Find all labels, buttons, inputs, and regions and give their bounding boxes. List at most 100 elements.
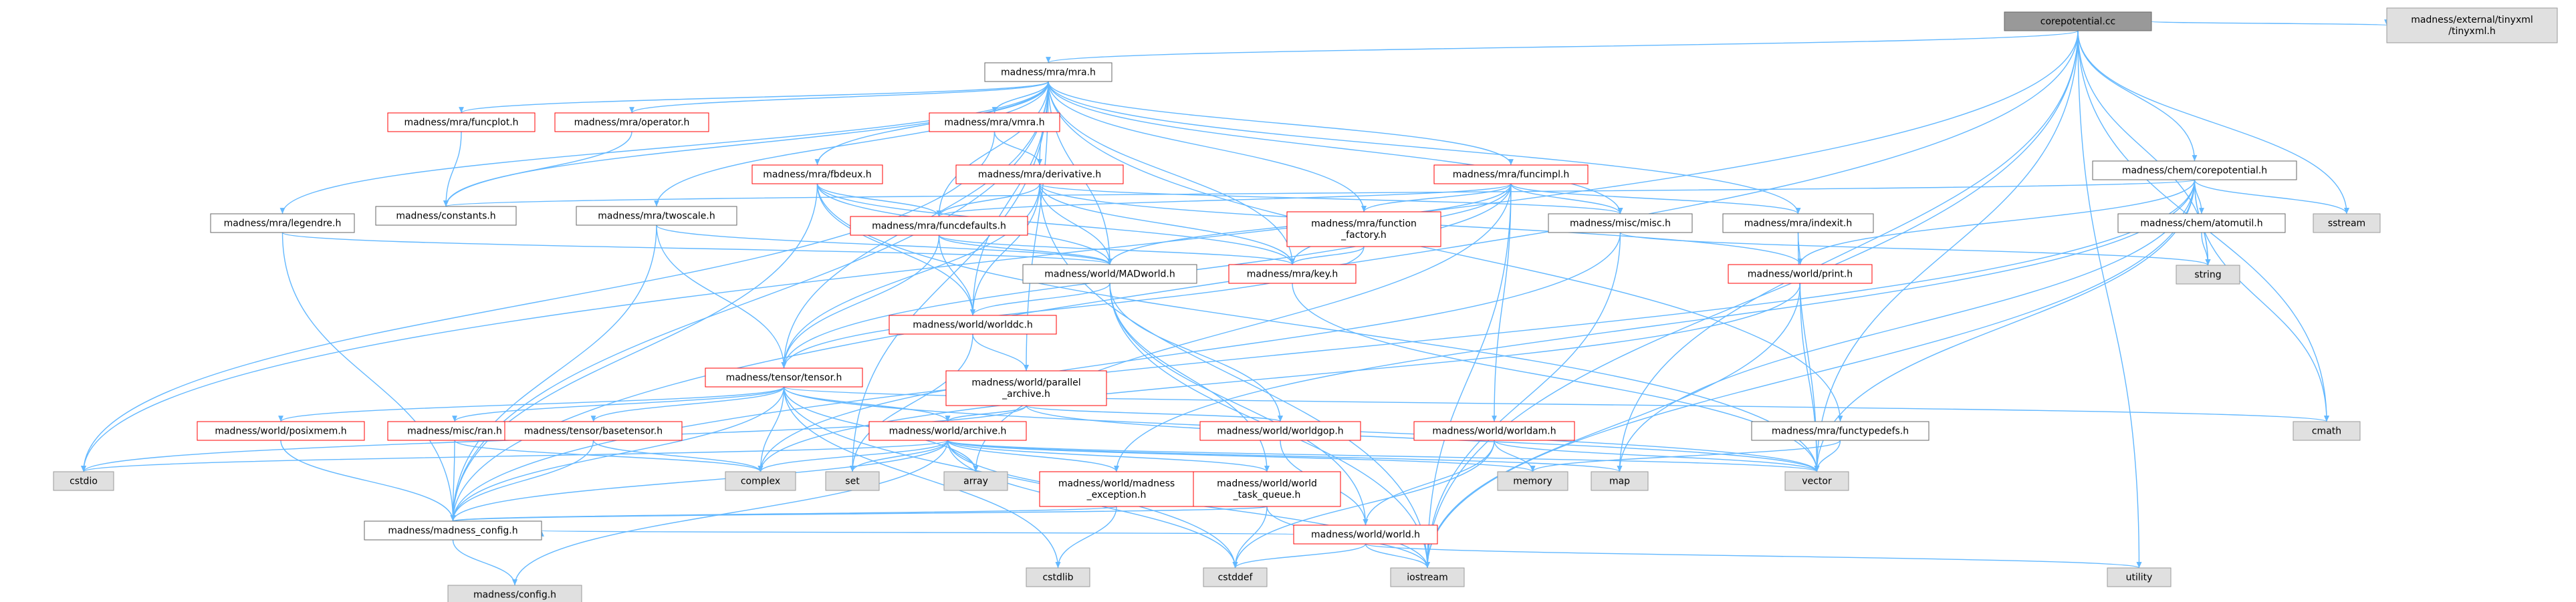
node-world-task-queue[interactable]: madness/world/world_task_queue.h	[1193, 471, 1341, 507]
node-vmra[interactable]: madness/mra/vmra.h	[929, 112, 1060, 132]
node-box	[1286, 211, 1441, 247]
node-set: set	[825, 471, 880, 491]
edge-madworld-to-worlddc	[970, 283, 1110, 316]
edge-derivative-to-key	[1039, 183, 1295, 265]
edge-mra_h-to-misc_h	[1048, 81, 1623, 214]
node-box	[1026, 567, 1090, 587]
edge-funcdefaults-to-tensor	[781, 235, 940, 369]
node-label: corepotential.cc	[2040, 17, 2115, 27]
node-worldgop[interactable]: madness/world/worldgop.h	[1199, 421, 1361, 441]
edge-madworld-to-worldgop	[1109, 283, 1283, 422]
edge-worldam-to-vector	[1494, 440, 1820, 472]
node-box	[955, 164, 1124, 184]
node-label: madness/chem/corepotential.h	[2122, 166, 2267, 176]
edge-tensor-to-cmath	[783, 386, 2329, 422]
node-label: madness/mra/functypedefs.h	[1772, 426, 1909, 437]
node-box	[504, 421, 683, 441]
node-label: madness/mra/operator.h	[574, 118, 690, 128]
node-box	[554, 112, 709, 132]
edge-twoscale-to-madness_config	[450, 224, 657, 522]
node-corepotential-h[interactable]: madness/chem/corepotential.h	[2092, 160, 2297, 180]
edge-archive-to-world_task_queue	[947, 440, 1270, 472]
edge-archive-to-set	[850, 440, 949, 472]
node-operator[interactable]: madness/mra/operator.h	[554, 112, 709, 132]
node-basetensor[interactable]: madness/tensor/basetensor.h	[504, 421, 683, 441]
edge-corepotential_cc-to-map	[1617, 30, 2079, 472]
edge-corepotential_cc-to-iostream	[1425, 30, 2079, 569]
node-worlddc[interactable]: madness/world/worlddc.h	[889, 315, 1057, 335]
edge-vmra-to-derivative	[993, 131, 1042, 166]
node-fbdeux[interactable]: madness/mra/fbdeux.h	[751, 164, 883, 184]
node-complex: complex	[725, 471, 796, 491]
edge-atomutil-to-string	[2201, 232, 2211, 266]
edge-key-to-vector	[1292, 283, 1820, 472]
edge-funcimpl-to-misc_h	[1510, 183, 1623, 214]
node-cstddef: cstddef	[1203, 567, 1268, 587]
node-corepotential-cc[interactable]: corepotential.cc	[2004, 11, 2152, 31]
node-mra-h[interactable]: madness/mra/mra.h	[984, 62, 1113, 82]
node-tensor[interactable]: madness/tensor/tensor.h	[705, 367, 863, 388]
node-function-factory[interactable]: madness/mra/function_factory.h	[1286, 211, 1441, 247]
node-functypedefs[interactable]: madness/mra/functypedefs.h	[1751, 421, 1929, 441]
node-label: madness/world/worlddc.h	[913, 320, 1033, 331]
node-atomutil[interactable]: madness/chem/atomutil.h	[2117, 213, 2286, 233]
node-archive[interactable]: madness/world/archive.h	[868, 421, 1027, 441]
node-derivative[interactable]: madness/mra/derivative.h	[955, 164, 1124, 184]
node-world-h[interactable]: madness/world/world.h	[1293, 524, 1438, 545]
edge-corepotential_cc-to-vector	[1814, 30, 2079, 472]
node-box	[2293, 421, 2361, 441]
node-indexit[interactable]: madness/mra/indexit.h	[1722, 213, 1874, 233]
edge-legendre-to-madworld	[281, 232, 1113, 265]
edge-madworld-to-world_task_queue	[1109, 283, 1270, 472]
node-funcdefaults[interactable]: madness/mra/funcdefaults.h	[850, 216, 1028, 236]
edge-misc_h-to-iostream	[1425, 232, 1621, 569]
edge-mra_h-to-indexit	[1048, 81, 1801, 214]
edge-twoscale-to-madworld	[656, 224, 1113, 265]
node-constants[interactable]: madness/constants.h	[375, 206, 517, 226]
edge-tensor-to-cstdlib	[783, 386, 1061, 569]
node-madness-exception[interactable]: madness/world/madness_exception.h	[1039, 471, 1194, 507]
node-box	[2092, 160, 2297, 180]
node-madness-config[interactable]: madness/madness_config.h	[364, 520, 542, 541]
node-label: /tinyxml.h	[2448, 26, 2495, 37]
edge-madness_config-to-config_h	[452, 539, 517, 586]
node-funcimpl[interactable]: madness/mra/funcimpl.h	[1433, 164, 1589, 184]
node-label: string	[2194, 270, 2221, 281]
node-box	[364, 520, 542, 541]
edge-print-to-iostream	[1425, 283, 1801, 569]
edge-world_task_queue-to-cstddef	[1232, 506, 1268, 569]
node-label: _task_queue.h	[1233, 490, 1301, 500]
node-tinyxml: madness/external/tinyxml/tinyxml.h	[2386, 7, 2558, 43]
node-label: madness/mra/vmra.h	[944, 118, 1044, 128]
node-madworld[interactable]: madness/world/MADworld.h	[1022, 264, 1197, 284]
node-ran[interactable]: madness/misc/ran.h	[387, 421, 522, 441]
node-label: madness/mra/indexit.h	[1744, 218, 1853, 229]
node-print[interactable]: madness/world/print.h	[1728, 264, 1873, 284]
node-parallel-archive[interactable]: madness/world/parallel_archive.h	[945, 370, 1107, 406]
node-worldam[interactable]: madness/world/worldam.h	[1413, 421, 1575, 441]
node-config-h: madness/config.h	[447, 585, 582, 602]
node-box	[1591, 471, 1649, 491]
edge-vmra-to-mra_h	[993, 81, 1051, 114]
node-box	[850, 216, 1028, 236]
edge-world_h-to-cstddef	[1232, 543, 1367, 569]
node-box	[387, 112, 536, 132]
node-twoscale[interactable]: madness/mra/twoscale.h	[576, 206, 737, 226]
node-label: madness/mra/funcimpl.h	[1453, 170, 1570, 180]
node-misc-h[interactable]: madness/misc/misc.h	[1548, 213, 1693, 233]
node-key[interactable]: madness/mra/key.h	[1228, 264, 1357, 284]
node-box	[1390, 567, 1465, 587]
node-funcplot[interactable]: madness/mra/funcplot.h	[387, 112, 536, 132]
edge-archive-to-cstdio	[81, 440, 949, 472]
node-posixmem[interactable]: madness/world/posixmem.h	[197, 421, 365, 441]
edge-derivative-to-funcdefaults	[936, 183, 1040, 217]
edge-tensor-to-complex	[757, 386, 785, 472]
node-label: madness/mra/funcplot.h	[404, 118, 518, 128]
node-legendre[interactable]: madness/mra/legendre.h	[210, 213, 355, 233]
node-label: madness/world/worldgop.h	[1217, 426, 1343, 437]
node-label: madness/mra/funcdefaults.h	[872, 221, 1006, 232]
node-vector: vector	[1784, 471, 1849, 491]
edge-world_h-to-utility	[1365, 543, 2141, 569]
edge-corepotential_cc-to-mra_h	[1046, 30, 2079, 63]
edge-basetensor-to-complex	[592, 440, 764, 472]
